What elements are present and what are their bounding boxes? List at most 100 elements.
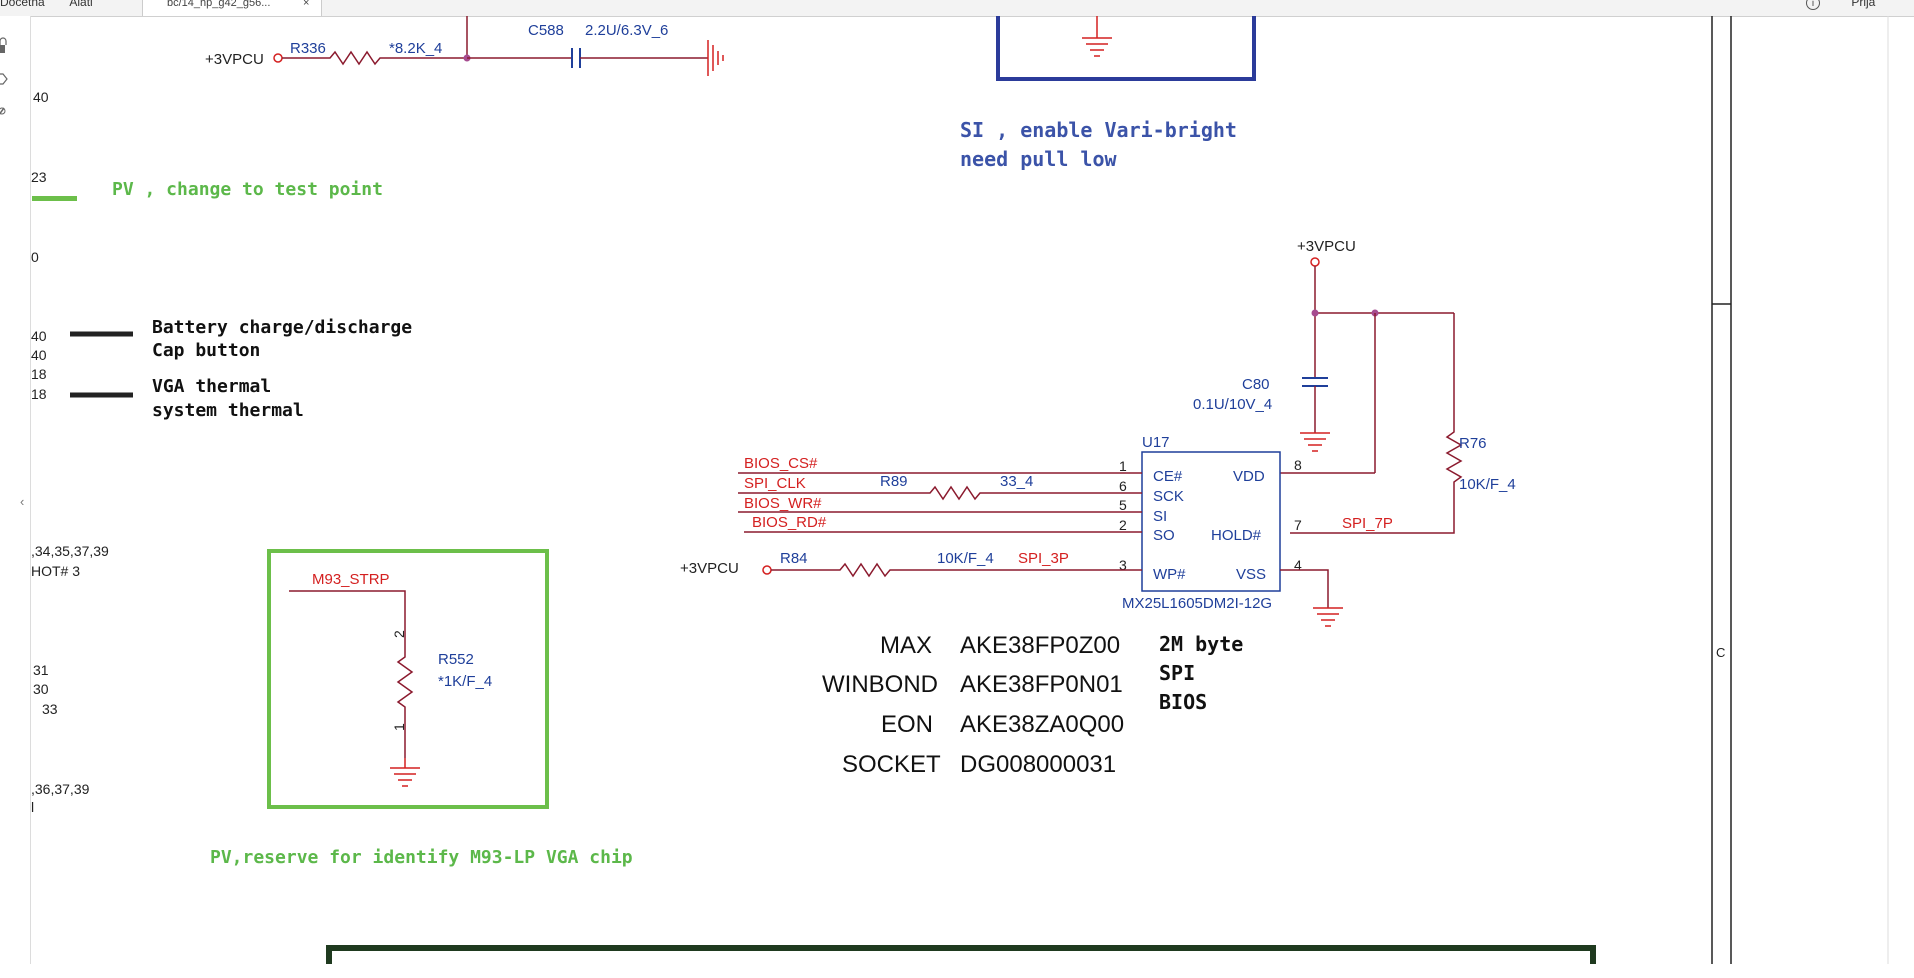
vendor-part: AKE38FP0Z00 [960,632,1120,659]
edge-number: ,34,35,37,39 [31,543,109,559]
battery-note-line2: Cap button [152,340,260,361]
vga-note-line2: system thermal [152,400,304,421]
pin-name: VDD [1233,468,1265,485]
edge-number: 18 [31,386,47,402]
signal-label: BIOS_RD# [752,514,827,531]
edge-number: ,36,37,39 [31,781,90,797]
link-icon[interactable] [0,107,6,116]
r84-net-label: +3VPCU [680,560,739,577]
junction-dot [1311,309,1319,317]
edge-number: HOT# 3 [31,563,80,579]
edge-number: l [31,799,34,815]
vendor-name: EON [881,711,933,738]
border-zone-label: C [1716,645,1725,660]
r552-value: *1K/F_4 [438,673,492,690]
info-icon[interactable]: i [1806,0,1820,10]
net-port-symbol [762,565,772,575]
ground-symbol [707,40,724,76]
app-toolbar: Docetna Alati bc/14_hp_g42_g56... × i Pr… [0,0,1914,17]
menu-item-home[interactable]: Docetna [0,0,45,9]
u17-chip[interactable] [1141,451,1281,592]
tag-icon[interactable] [0,73,8,85]
r76-ref: R76 [1459,435,1487,452]
menu-item-tools[interactable]: Alati [69,0,93,9]
r336-resistor [282,50,467,66]
document-tab-title: bc/14_hp_g42_g56... [167,0,271,9]
vendor-part: AKE38FP0N01 [960,671,1123,698]
c80-ref: C80 [1242,376,1270,393]
pin-number: 1 [1119,458,1127,474]
pin-name: HOLD# [1211,527,1262,544]
test-point-marker [32,196,77,201]
pin-name: SCK [1153,488,1184,505]
collapse-panel-icon[interactable]: ‹ [20,494,24,509]
ground-symbol [1082,16,1112,57]
pin-name: VSS [1236,566,1266,583]
viewer-bottom-edge [0,964,1914,978]
r89-resistor [738,485,1142,501]
pin-number: 3 [1119,557,1127,573]
vendor-name: MAX [880,632,932,659]
vendor-part: DG008000031 [960,751,1116,778]
edge-number: 18 [31,366,47,382]
wire [1280,569,1329,608]
sign-in-link[interactable]: Prija [1851,0,1876,9]
u17-ref: U17 [1142,434,1170,451]
r89-ref: R89 [880,473,908,490]
c588-value: 2.2U/6.3V_6 [585,22,668,39]
pin-number: 2 [1119,517,1127,533]
vga-note-line1: VGA thermal [152,376,271,397]
net-label-3vpcu: +3VPCU [205,51,264,68]
vendor-part: AKE38ZA0Q00 [960,711,1124,738]
pin-number: 4 [1294,557,1302,573]
r76-value: 10K/F_4 [1459,476,1516,493]
pin-name: SI [1153,508,1167,525]
ground-symbol [1300,432,1330,452]
edge-number: 40 [31,328,47,344]
r552-pin-1: 1 [391,723,407,731]
menu-bar: Docetna Alati [0,0,115,9]
spi-3p-net: SPI_3P [1018,550,1069,567]
r76-resistor [1290,313,1463,534]
lock-icon[interactable] [0,37,7,53]
signal-label: BIOS_CS# [744,455,818,472]
r552-ref: R552 [438,651,474,668]
document-tab[interactable]: bc/14_hp_g42_g56... × [142,0,322,16]
r89-value: 33_4 [1000,473,1033,490]
pin-number: 5 [1119,497,1127,513]
c80-value: 0.1U/10V_4 [1193,396,1272,413]
vendor-name: WINBOND [822,671,938,698]
m93-strap-net: M93_STRP [312,571,390,588]
edge-number: 30 [33,681,49,697]
si-note-line1: SI , enable Vari-bright [960,118,1237,142]
blue-note-box [996,16,1256,81]
edge-number: 0 [31,249,39,265]
pin-number: 8 [1294,457,1302,473]
edge-number: 23 [31,169,47,185]
c588-ref: C588 [528,22,564,39]
tab-close-icon[interactable]: × [303,0,310,9]
bios-note-line3: BIOS [1159,690,1207,714]
battery-note-line1: Battery charge/discharge [152,317,412,338]
edge-number: 40 [33,89,49,105]
pv-test-point-note: PV , change to test point [112,179,383,200]
net-port-symbol [273,53,283,63]
edge-number: 31 [33,662,49,678]
vcc-net-label: +3VPCU [1297,238,1356,255]
strap-box [267,549,549,809]
vendor-name: SOCKET [842,751,941,778]
toolbar-right: i Prija [1806,0,1875,10]
signal-label: BIOS_WR# [744,495,822,512]
r84-value: 10K/F_4 [937,550,994,567]
pin-name: SO [1153,527,1175,544]
r336-value: *8.2K_4 [389,40,442,57]
spi-7p-net: SPI_7P [1342,515,1393,532]
r552-pin-2: 2 [391,630,407,638]
u17-part-number: MX25L1605DM2I-12G [1122,595,1272,612]
net-port-symbol [1310,257,1320,267]
r84-resistor [771,562,1142,578]
pin-name: CE# [1153,468,1183,485]
edge-number: 33 [42,701,58,717]
r84-ref: R84 [780,550,808,567]
